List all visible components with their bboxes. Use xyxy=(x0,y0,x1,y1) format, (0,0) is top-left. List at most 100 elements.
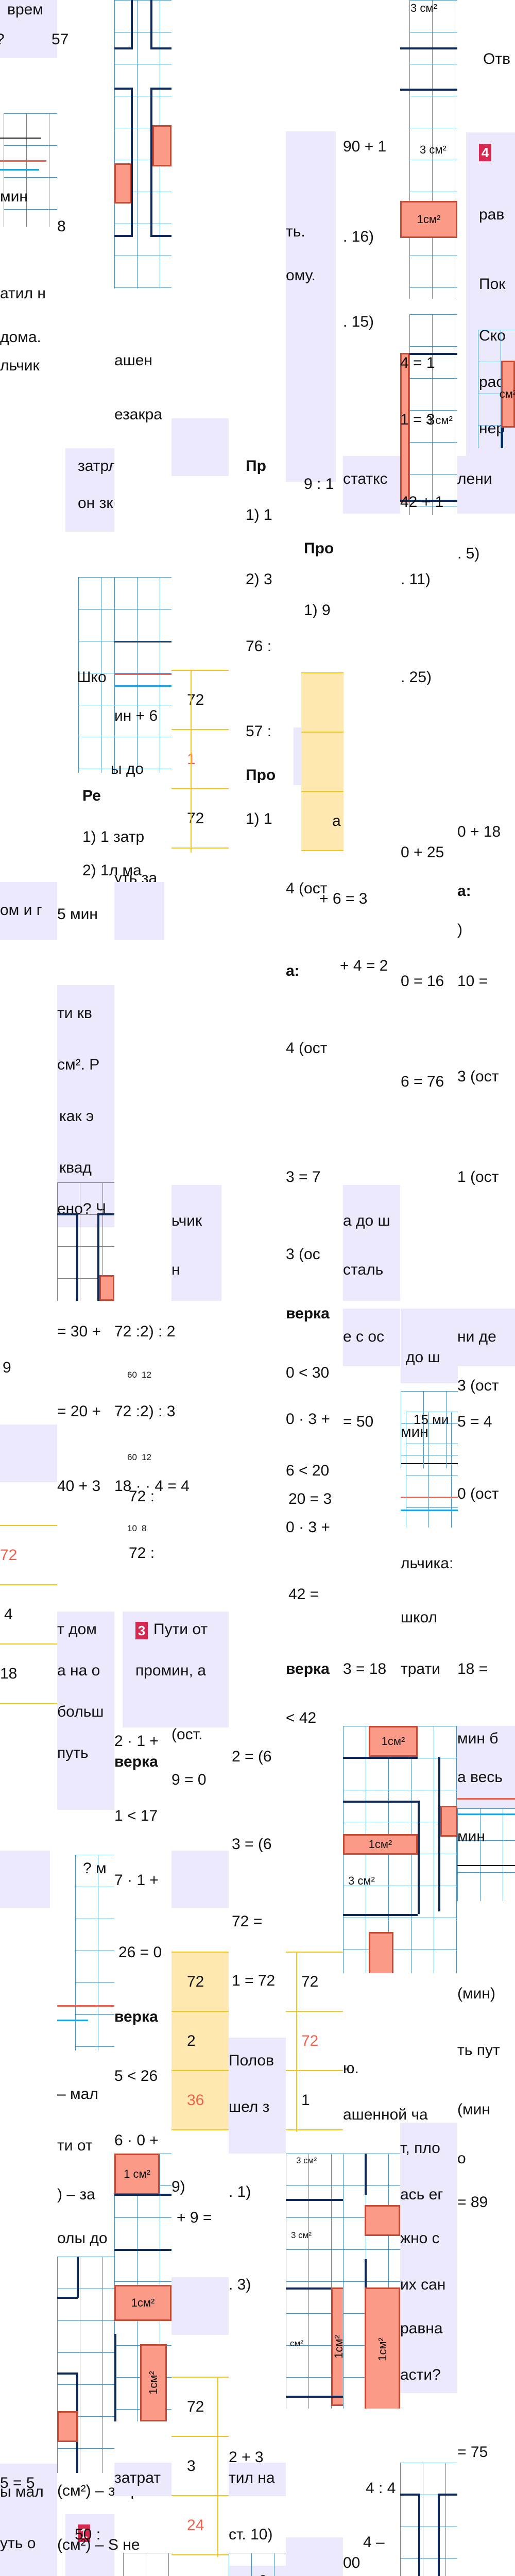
task-panel: 3 Пути от промин, а xyxy=(123,1612,229,1727)
task-text: затрат xyxy=(114,2469,161,2486)
shape-outline: 3 см² 3 см² 1см² 3 см² xyxy=(400,0,457,515)
task-text: шел з xyxy=(229,2098,270,2115)
equation: 3 = 18 xyxy=(343,1660,387,1677)
equation: 3 (ост xyxy=(457,1377,499,1394)
equation: 0 · 3 + xyxy=(286,1519,330,1536)
equation: 5 < 26 xyxy=(114,2067,158,2084)
task-panel: а до ш сталь xyxy=(343,1185,400,1301)
text-fragment: Отв xyxy=(483,50,511,67)
area-label: 3 см² xyxy=(410,2,437,14)
unit-rect: 1см² xyxy=(400,201,457,238)
task-text: ть. xyxy=(286,223,305,240)
equation: 42 = xyxy=(288,1586,319,1603)
task-panel: затрлько он зколы? xyxy=(65,448,114,532)
minutes-label: мин xyxy=(457,1828,485,1844)
equation: 72 = xyxy=(232,1913,263,1930)
task-text: путь xyxy=(57,1744,89,1761)
equation: = 75 xyxy=(457,2444,488,2461)
table-divider xyxy=(296,1952,297,2132)
path-blue xyxy=(0,169,39,171)
equation: . 25) xyxy=(401,669,432,686)
equation: + 4 = 2 xyxy=(340,957,388,974)
task-panel: ом и г xyxy=(0,882,57,940)
equation: 10 = xyxy=(457,973,488,990)
task-panel xyxy=(114,882,164,940)
equation: 7 · 1 + xyxy=(114,1872,159,1889)
task-panel: врем ? xyxy=(0,0,57,58)
task-panel: ни де xyxy=(457,1309,515,1366)
diagram-grid: мин xyxy=(457,1752,515,1844)
text-fragment: ашенной ча xyxy=(343,2106,428,2123)
section-label: а: xyxy=(457,883,471,900)
task-text: Полов xyxy=(229,2052,274,2069)
task-text: лени xyxy=(457,470,492,487)
table-divider xyxy=(191,670,192,853)
equation: 3 (ост xyxy=(457,1068,499,1085)
equation: 4 – xyxy=(363,2534,385,2551)
answer-table: 72 72 1 xyxy=(286,1952,343,2130)
table-divider xyxy=(217,2377,218,2557)
task-text: н xyxy=(171,1261,180,1278)
equation: 26 = 0 xyxy=(118,1944,162,1961)
equation: 1 < 17 xyxy=(114,1807,158,1824)
equation: 72 : xyxy=(129,1488,155,1505)
task-text: затрлько xyxy=(78,457,114,474)
text-fragment: школ xyxy=(401,1609,438,1626)
minutes-label: мин xyxy=(0,188,28,205)
task-text: асти? xyxy=(400,2366,441,2383)
equation: 1 = 3 xyxy=(400,411,435,428)
task-panel xyxy=(0,1425,57,1482)
tree-label: 12 xyxy=(142,1452,151,1462)
task-panel: мин б а весь xyxy=(457,1726,515,1808)
equation: . 15) xyxy=(343,313,374,330)
text-fragment: езакра xyxy=(114,406,162,423)
task-text: больш xyxy=(57,1703,104,1720)
text-fragment: льчика: xyxy=(401,1555,454,1572)
text-fragment: – мал xyxy=(57,2086,98,2103)
equation: 1) 9 xyxy=(304,602,331,619)
equation: 3 = (6 xyxy=(232,1836,272,1853)
path-red xyxy=(0,160,46,162)
equation: 4 (ост xyxy=(286,1040,328,1057)
equation: 42 + 1 xyxy=(400,494,444,511)
tree-label: 8 xyxy=(142,1523,147,1533)
task-text: а до ш xyxy=(343,1212,390,1229)
section-label: Ре xyxy=(82,787,101,804)
equation: 0 = 16 xyxy=(401,973,444,990)
task-panel xyxy=(171,2277,229,2335)
shape-outline xyxy=(400,2463,457,2576)
text-fragment: ю. xyxy=(343,2060,359,2077)
equation: 4 = 1 xyxy=(400,354,435,371)
equation: 72 : xyxy=(129,1545,155,1562)
task-panel: тил на xyxy=(229,2463,286,2496)
task-text: их сан xyxy=(400,2276,446,2293)
equation: ) xyxy=(457,921,462,938)
equation: 1 (ост xyxy=(457,1168,499,1185)
equation: + 9 = xyxy=(177,2209,212,2226)
equation: 2 + 3 xyxy=(229,2449,264,2466)
task-text: ни де xyxy=(457,1328,496,1345)
task-text: а на о xyxy=(57,1662,100,1679)
section-label: Про xyxy=(304,540,334,557)
task-text: уть о xyxy=(0,2535,36,2552)
task-text: как э xyxy=(59,1108,94,1125)
shape-outline: 1см² xyxy=(343,2154,400,2409)
shape-outline: 1см² 1см² 3 см² 1см² xyxy=(343,1726,457,1973)
equation: 18 = xyxy=(457,1660,488,1677)
equation: 3 = 7 xyxy=(286,1168,321,1185)
table-fragment: 72 4 18 xyxy=(0,1525,57,1704)
equation: 40 + 3 xyxy=(57,1478,101,1495)
tree-label: 60 xyxy=(127,1370,137,1380)
equation: 0 < 30 xyxy=(286,1364,330,1381)
task-panel: до ш xyxy=(401,1309,458,1383)
equation: 6 < 20 xyxy=(286,1462,330,1479)
tree-label: 60 xyxy=(127,1452,137,1462)
task-text: Пути от xyxy=(153,1621,208,1638)
text-fragment: дома. xyxy=(0,329,41,346)
equation: 50 : xyxy=(75,2526,101,2543)
text-fragment: 9 xyxy=(3,1359,11,1376)
task-text: промин, а xyxy=(135,1662,206,1679)
equation: 76 : xyxy=(246,638,272,655)
equation: 4 : 4 xyxy=(366,2480,396,2497)
task-panel: т дом а на о больш путь xyxy=(57,1612,114,1810)
